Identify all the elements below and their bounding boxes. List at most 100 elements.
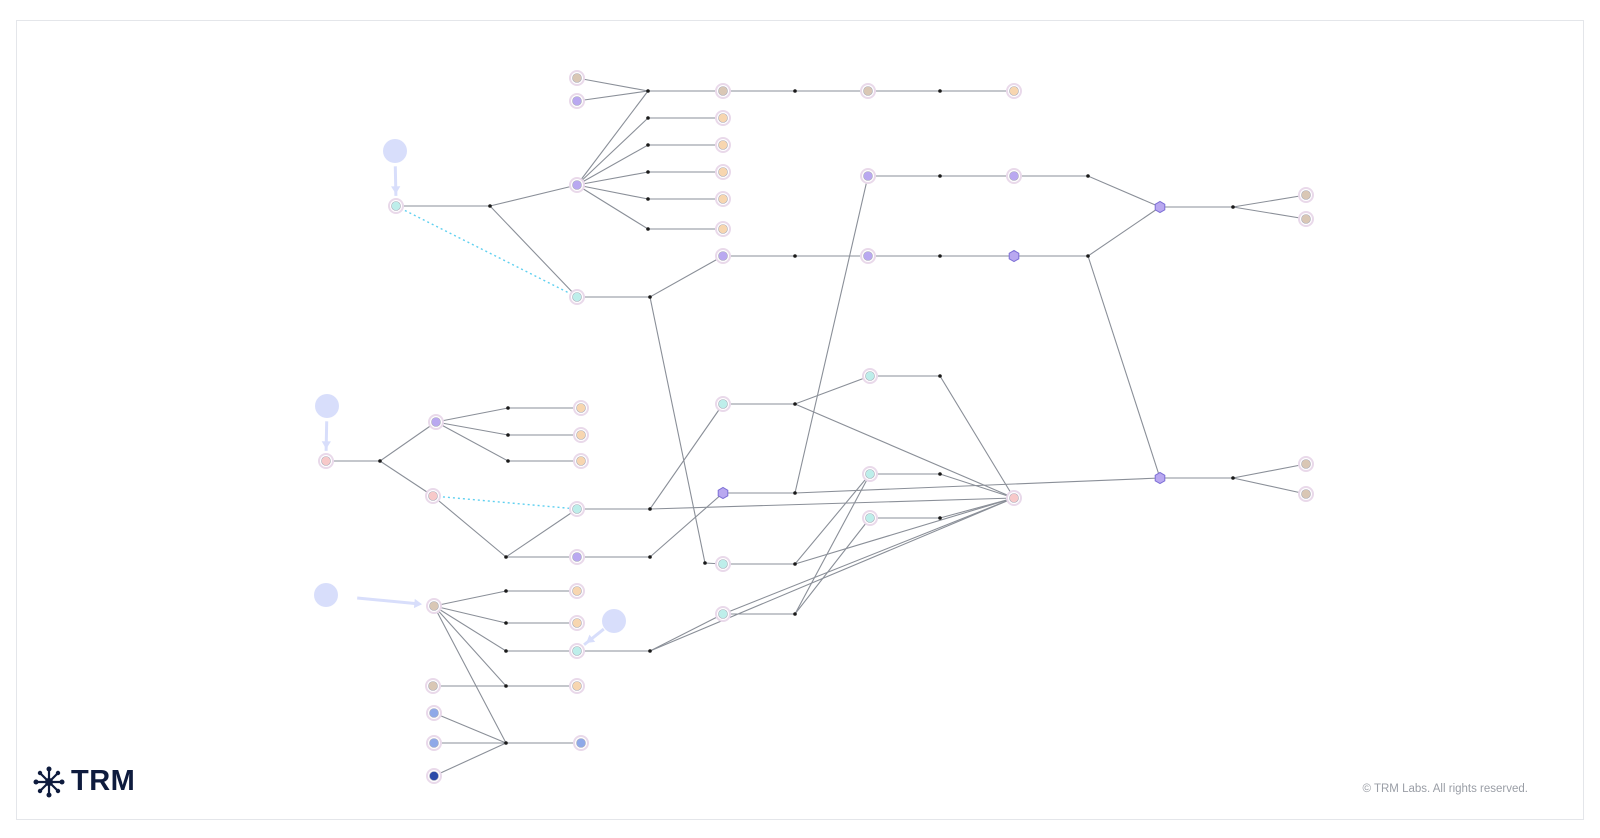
edge-22[interactable] (1160, 463, 1307, 479)
edge-10[interactable] (396, 184, 578, 207)
node-o8[interactable] (1009, 86, 1019, 96)
node-p4[interactable] (863, 251, 873, 261)
edge-54[interactable] (723, 517, 871, 615)
node-o7[interactable] (863, 86, 873, 96)
edge-1[interactable] (576, 90, 649, 102)
node-t2[interactable] (572, 96, 582, 106)
graph-frame (16, 20, 1584, 820)
edge-34[interactable] (723, 375, 871, 405)
edge-42[interactable] (870, 497, 1015, 519)
edge-39[interactable] (794, 497, 1015, 565)
highlight-link-1[interactable] (395, 205, 578, 298)
edge-0[interactable] (576, 77, 723, 92)
edge-13[interactable] (649, 296, 724, 565)
edge-29[interactable] (432, 495, 577, 558)
edge-3[interactable] (576, 117, 723, 186)
node-m2[interactable] (431, 417, 441, 427)
node-k2[interactable] (572, 681, 582, 691)
node-c8[interactable] (865, 513, 875, 523)
node-v3[interactable] (429, 771, 439, 781)
edge-30[interactable] (505, 508, 578, 558)
edge-55[interactable] (794, 473, 871, 615)
edge-27[interactable] (435, 421, 581, 436)
node-v4[interactable] (576, 738, 586, 748)
edge-37[interactable] (794, 477, 1161, 494)
edge-35[interactable] (794, 403, 1015, 499)
node-c3[interactable] (572, 504, 582, 514)
node-h2[interactable] (1154, 200, 1166, 214)
edge-5[interactable] (576, 171, 723, 186)
edge-43[interactable] (433, 590, 577, 607)
node-u1[interactable] (572, 586, 582, 596)
node-c10[interactable] (718, 609, 728, 619)
node-t1[interactable] (572, 73, 582, 83)
node-u2[interactable] (572, 618, 582, 628)
node-c6[interactable] (865, 371, 875, 381)
edge-31[interactable] (577, 403, 724, 510)
edge-11[interactable] (489, 205, 578, 298)
edge-49[interactable] (433, 712, 507, 744)
edge-41[interactable] (870, 473, 1015, 499)
edge-24[interactable] (326, 421, 437, 462)
node-c5[interactable] (718, 559, 728, 569)
edge-40[interactable] (870, 375, 1015, 499)
edge-20[interactable] (1160, 194, 1307, 208)
node-s1[interactable] (576, 403, 586, 413)
start-pointer-3-bubble (314, 583, 338, 607)
node-m3[interactable] (428, 491, 438, 501)
node-r2[interactable] (1301, 214, 1311, 224)
node-m1[interactable] (321, 456, 331, 466)
node-s2[interactable] (576, 430, 586, 440)
node-c7[interactable] (865, 469, 875, 479)
edge-19[interactable] (1087, 255, 1161, 479)
edge-17[interactable] (1014, 175, 1161, 208)
node-c4[interactable] (718, 399, 728, 409)
edge-44[interactable] (433, 605, 577, 624)
edge-32[interactable] (649, 497, 1015, 510)
node-h3[interactable] (1154, 471, 1166, 485)
node-o3[interactable] (718, 140, 728, 150)
node-r4[interactable] (1301, 489, 1311, 499)
node-p3[interactable] (1009, 171, 1019, 181)
edge-6[interactable] (576, 184, 723, 200)
node-b1[interactable] (429, 601, 439, 611)
edge-56[interactable] (722, 497, 1015, 615)
node-v1[interactable] (429, 708, 439, 718)
node-v2[interactable] (429, 738, 439, 748)
edge-12[interactable] (577, 255, 724, 298)
node-o4[interactable] (718, 167, 728, 177)
node-p1[interactable] (718, 251, 728, 261)
node-o6[interactable] (718, 224, 728, 234)
edge-21[interactable] (1232, 206, 1307, 220)
edge-53[interactable] (649, 497, 1015, 652)
node-o2[interactable] (718, 113, 728, 123)
node-q1[interactable] (572, 552, 582, 562)
edge-36[interactable] (723, 175, 869, 494)
node-s3[interactable] (576, 456, 586, 466)
edge-28[interactable] (435, 421, 581, 462)
node-o5[interactable] (718, 194, 728, 204)
node-c1[interactable] (391, 201, 401, 211)
edge-51[interactable] (433, 742, 507, 777)
node-r1[interactable] (1301, 190, 1311, 200)
edge-26[interactable] (435, 407, 581, 423)
edge-25[interactable] (379, 460, 434, 497)
edge-23[interactable] (1232, 477, 1307, 495)
node-R[interactable] (1009, 493, 1019, 503)
node-o1[interactable] (718, 86, 728, 96)
highlight-link-2[interactable] (432, 495, 578, 510)
node-c9[interactable] (572, 646, 582, 656)
edge-2[interactable] (576, 90, 649, 186)
edge-33[interactable] (577, 492, 724, 558)
node-p5[interactable] (717, 486, 729, 500)
node-a1[interactable] (572, 180, 582, 190)
node-h1[interactable] (1008, 249, 1020, 263)
edge-7[interactable] (576, 184, 723, 230)
node-r3[interactable] (1301, 459, 1311, 469)
node-k1[interactable] (428, 681, 438, 691)
edge-18[interactable] (1014, 206, 1161, 257)
node-c2[interactable] (572, 292, 582, 302)
edge-45[interactable] (433, 605, 577, 652)
node-p2[interactable] (863, 171, 873, 181)
